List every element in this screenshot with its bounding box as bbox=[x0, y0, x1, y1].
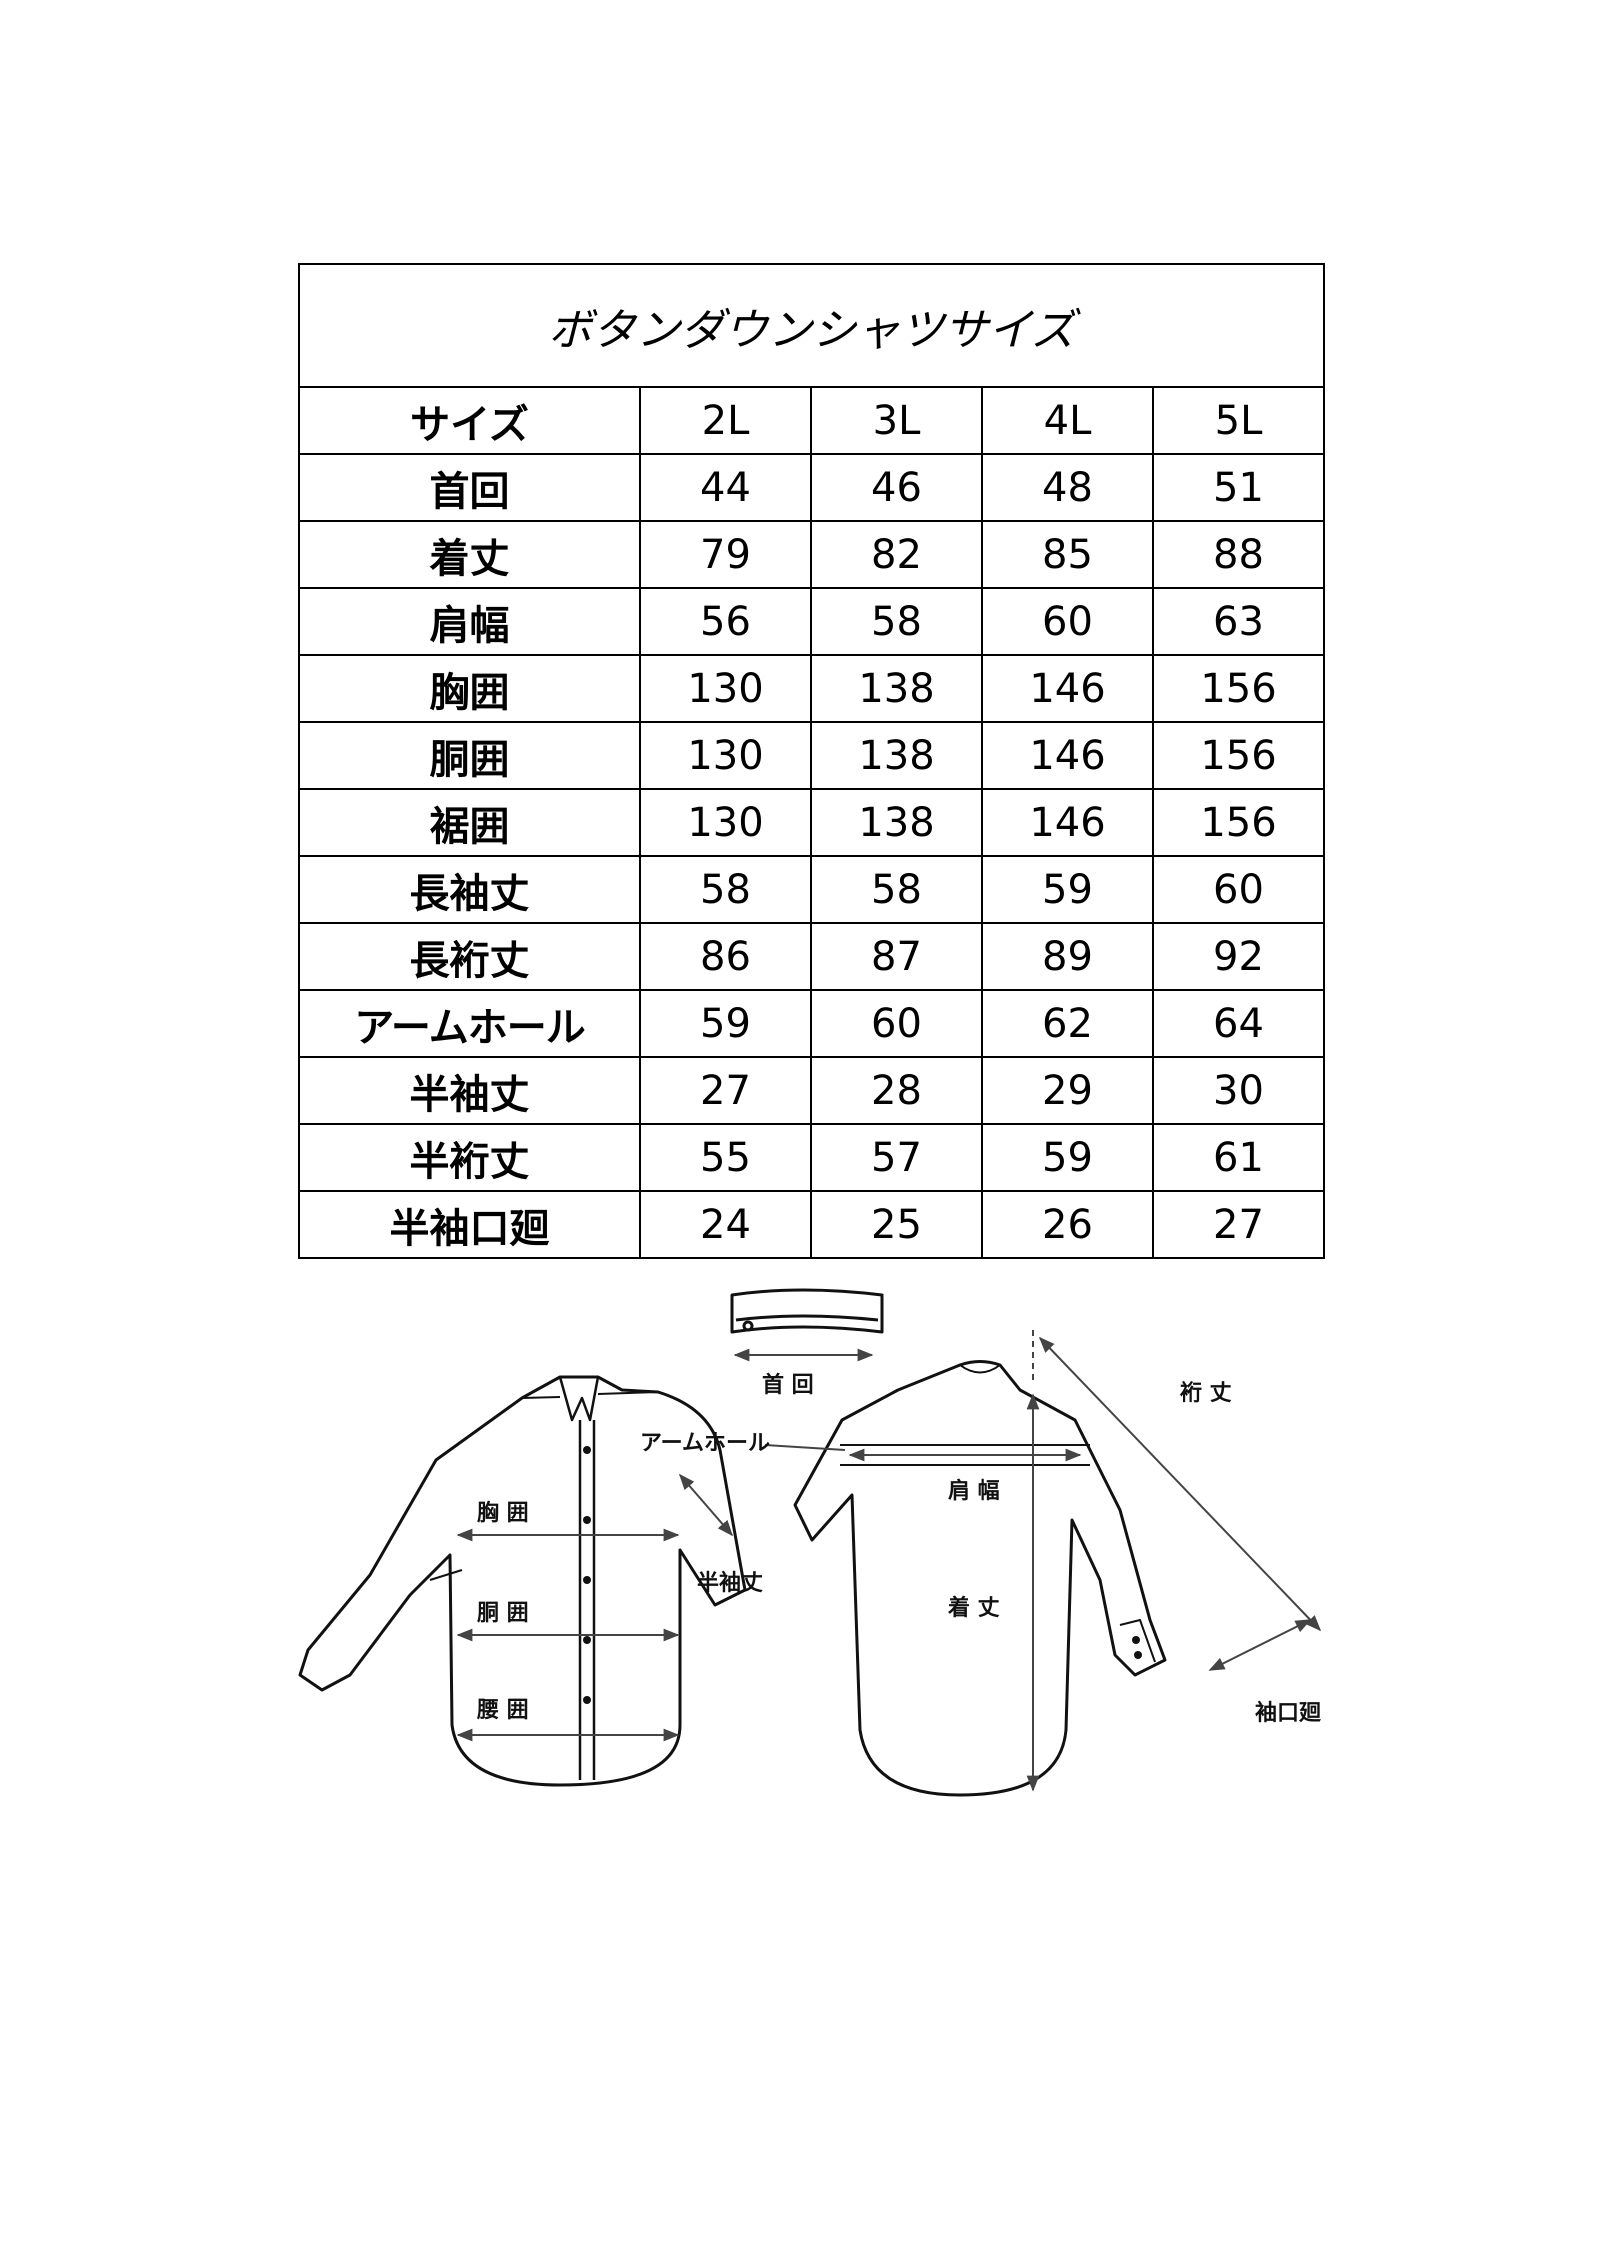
buttons bbox=[583, 1446, 1142, 1704]
size-value: 156 bbox=[1151, 721, 1326, 790]
size-value: 62 bbox=[981, 989, 1154, 1058]
size-value: 64 bbox=[1151, 989, 1326, 1058]
collar-drawing bbox=[730, 1288, 884, 1334]
size-value: 138 bbox=[810, 654, 983, 723]
row-label: 長袖丈 bbox=[298, 855, 641, 924]
size-value: 89 bbox=[981, 922, 1154, 991]
shirt-diagram: 首 回 アームホール 胸 囲 胴 囲 腰 囲 半袖丈 肩 幅 着 丈 裄 丈 袖… bbox=[298, 1288, 1322, 1797]
size-value: 27 bbox=[1151, 1190, 1326, 1259]
size-header: 2L bbox=[639, 386, 812, 455]
size-value: 58 bbox=[810, 587, 983, 656]
size-value: 55 bbox=[639, 1123, 812, 1192]
cuff-label: 袖口廻 bbox=[1255, 1700, 1322, 1726]
size-value: 92 bbox=[1151, 922, 1326, 991]
size-value: 130 bbox=[639, 654, 812, 723]
front-shirt-drawing bbox=[298, 1375, 747, 1787]
size-value: 130 bbox=[639, 721, 812, 790]
size-value: 30 bbox=[1151, 1056, 1326, 1125]
size-value: 59 bbox=[981, 1123, 1154, 1192]
size-header: 5L bbox=[1151, 386, 1326, 455]
size-header: 4L bbox=[981, 386, 1154, 455]
size-value: 63 bbox=[1151, 587, 1326, 656]
size-value: 56 bbox=[639, 587, 812, 656]
size-value: 156 bbox=[1151, 654, 1326, 723]
table-title: ボタンダウンシャツサイズ bbox=[297, 263, 1326, 388]
size-value: 28 bbox=[810, 1056, 983, 1125]
size-value: 138 bbox=[810, 721, 983, 790]
size-value: 82 bbox=[810, 520, 983, 589]
size-value: 156 bbox=[1151, 788, 1326, 857]
row-label: 長裄丈 bbox=[298, 922, 641, 991]
size-value: 87 bbox=[810, 922, 983, 991]
size-value: 60 bbox=[981, 587, 1154, 656]
size-value: 146 bbox=[981, 788, 1154, 857]
row-label: 胴囲 bbox=[298, 721, 641, 790]
size-value: 25 bbox=[810, 1190, 983, 1259]
size-value: 27 bbox=[639, 1056, 812, 1125]
hem-label: 腰 囲 bbox=[476, 1698, 529, 1723]
row-label: 半裄丈 bbox=[298, 1123, 641, 1192]
row-label: 裾囲 bbox=[298, 788, 641, 857]
size-value: 60 bbox=[810, 989, 983, 1058]
size-value: 138 bbox=[810, 788, 983, 857]
size-value: 59 bbox=[981, 855, 1154, 924]
shoulder-label: 肩 幅 bbox=[948, 1478, 1000, 1504]
row-label: 半袖口廻 bbox=[298, 1190, 641, 1259]
row-label: 胸囲 bbox=[298, 654, 641, 723]
size-value: 46 bbox=[810, 453, 983, 522]
row-label: 肩幅 bbox=[298, 587, 641, 656]
sleeve-length-label: 裄 丈 bbox=[1179, 1381, 1232, 1406]
size-value: 58 bbox=[810, 855, 983, 924]
armhole-label: アームホール bbox=[640, 1431, 770, 1456]
collar-label: 首 回 bbox=[762, 1372, 814, 1398]
length-label: 着 丈 bbox=[947, 1595, 1000, 1621]
size-value: 29 bbox=[981, 1056, 1154, 1125]
size-value: 88 bbox=[1151, 520, 1326, 589]
row-label: 首回 bbox=[298, 453, 641, 522]
size-value: 146 bbox=[981, 654, 1154, 723]
chest-label: 胸 囲 bbox=[477, 1500, 529, 1526]
waist-label: 胴 囲 bbox=[477, 1601, 529, 1626]
size-value: 79 bbox=[639, 520, 812, 589]
size-value: 60 bbox=[1151, 855, 1326, 924]
size-value: 146 bbox=[981, 721, 1154, 790]
size-value: 26 bbox=[981, 1190, 1154, 1259]
size-value: 24 bbox=[639, 1190, 812, 1259]
size-value: 130 bbox=[639, 788, 812, 857]
header-row: サイズ 2L 3L 4L 5L bbox=[298, 386, 1326, 455]
size-value: 59 bbox=[639, 989, 812, 1058]
size-value: 44 bbox=[639, 453, 812, 522]
size-value: 61 bbox=[1151, 1123, 1326, 1192]
size-value: 85 bbox=[981, 520, 1154, 589]
size-header: 3L bbox=[810, 386, 983, 455]
size-value: 86 bbox=[639, 922, 812, 991]
row-label: 半袖丈 bbox=[298, 1056, 641, 1125]
row-label: アームホール bbox=[298, 989, 641, 1058]
size-value: 58 bbox=[639, 855, 812, 924]
short-sleeve-label: 半袖丈 bbox=[697, 1570, 763, 1596]
back-shirt-drawing bbox=[793, 1360, 1167, 1797]
size-value: 57 bbox=[810, 1123, 983, 1192]
header-label: サイズ bbox=[298, 386, 641, 455]
size-value: 48 bbox=[981, 453, 1154, 522]
row-label: 着丈 bbox=[298, 520, 641, 589]
size-value: 51 bbox=[1151, 453, 1326, 522]
